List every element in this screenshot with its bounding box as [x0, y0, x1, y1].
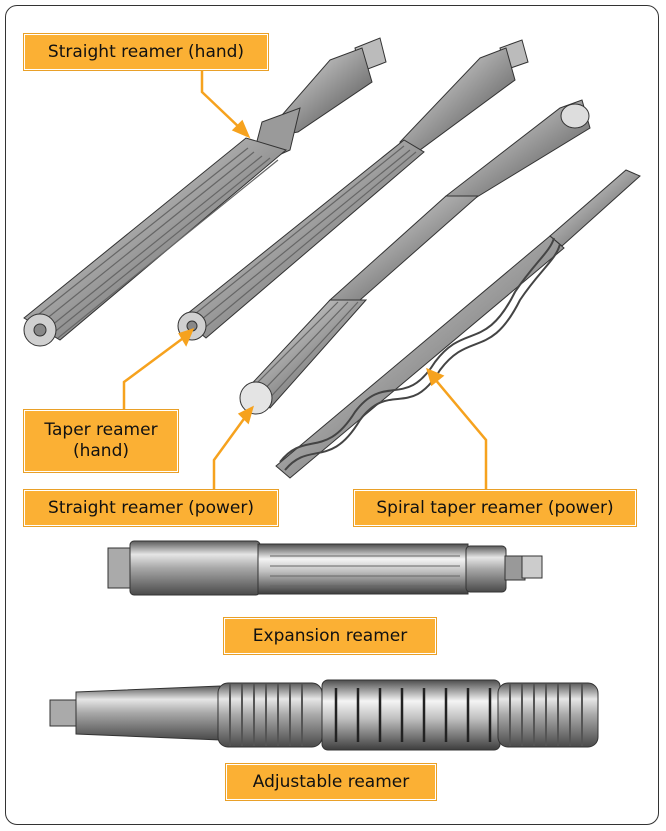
- label-adjustable-reamer: Adjustable reamer: [225, 763, 437, 801]
- label-spiral-taper-reamer-power: Spiral taper reamer (power): [353, 489, 637, 527]
- taper-hand-reamer: [177, 39, 529, 341]
- arrow-straight-hand: [231, 119, 251, 139]
- leader-taper-hand: [122, 334, 187, 410]
- leader-spiral-taper: [433, 377, 488, 490]
- straight-hand-reamer: [23, 37, 387, 347]
- label-taper-reamer-hand: Taper reamer (hand): [23, 409, 179, 473]
- leader-straight-power: [212, 415, 248, 490]
- label-taper-line1: Taper reamer: [44, 420, 158, 440]
- expansion-reamer: [107, 540, 543, 596]
- label-straight-reamer-hand: Straight reamer (hand): [23, 33, 269, 71]
- leader-straight-hand: [200, 70, 243, 131]
- arrow-straight-power: [237, 405, 254, 425]
- straight-power-reamer: [239, 99, 591, 415]
- label-taper-line2: (hand): [72, 441, 130, 461]
- leader-lines: [122, 70, 488, 490]
- arrow-spiral-taper: [426, 367, 445, 387]
- label-straight-reamer-power: Straight reamer (power): [23, 489, 279, 527]
- adjustable-reamer: [49, 679, 599, 751]
- arrow-taper-hand: [178, 327, 195, 347]
- label-expansion-reamer: Expansion reamer: [223, 617, 437, 655]
